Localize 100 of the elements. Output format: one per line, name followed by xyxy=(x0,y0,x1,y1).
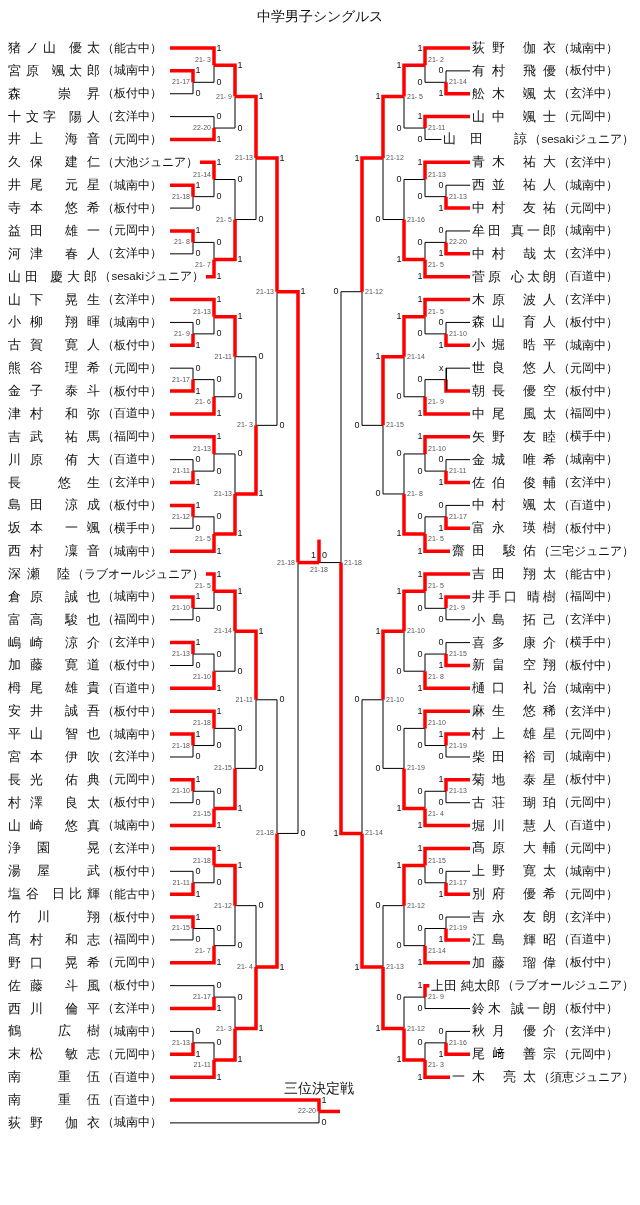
player-name: 森 崇昇 xyxy=(8,85,100,102)
bracket-line xyxy=(382,157,405,221)
player-name: 上田 純太郎 xyxy=(431,977,500,994)
bracket-line xyxy=(444,732,470,746)
bracket-line xyxy=(403,453,426,495)
result-mark: 0 xyxy=(195,203,201,213)
bracket-line xyxy=(234,905,257,968)
bracket-line xyxy=(403,905,426,947)
result-mark: 1 xyxy=(216,843,222,853)
result-mark: 0 xyxy=(417,1004,423,1014)
result-mark: 1 xyxy=(417,1072,423,1082)
school-name: （城南中） xyxy=(558,863,618,879)
school-name: （城南中） xyxy=(102,726,162,742)
school-name: （百道中） xyxy=(102,452,162,468)
result-mark: 1 xyxy=(375,92,381,102)
result-mark: 0 xyxy=(322,550,327,560)
player-name: 野口 晃希 xyxy=(8,954,100,971)
bracket-line xyxy=(214,63,237,97)
school-name: （城南中） xyxy=(102,543,162,559)
result-mark: 0 xyxy=(195,798,201,808)
result-mark: 0 xyxy=(321,1118,327,1128)
bracket-line xyxy=(192,865,215,884)
result-mark: 0 xyxy=(216,878,222,888)
bracket-line xyxy=(170,640,195,655)
result-mark: 0 xyxy=(375,215,381,224)
bracket-line xyxy=(444,1042,470,1057)
result-mark: 1 xyxy=(237,861,243,871)
school-name: （城南中） xyxy=(102,314,162,330)
player-name: 坂本 一颯 xyxy=(8,520,100,537)
player-name: 島田 涼成 xyxy=(8,497,100,514)
result-mark: 1 xyxy=(417,272,423,282)
bracket-line xyxy=(169,321,194,335)
player-name: 井手口 晴樹 xyxy=(472,588,556,605)
school-name: （福岡中） xyxy=(558,406,618,422)
bracket-line xyxy=(213,453,236,495)
player-name: 井上 海音 xyxy=(8,131,100,148)
school-name: （能古中） xyxy=(558,566,618,582)
school-name: （元岡中） xyxy=(558,840,618,856)
bracket-line xyxy=(423,160,470,180)
school-name: （玄洋中） xyxy=(102,475,162,490)
bracket-line xyxy=(424,996,471,1010)
result-mark: 0 xyxy=(300,828,306,838)
result-mark: 0 xyxy=(237,992,243,1002)
bracket-line xyxy=(169,516,194,529)
bracket-line xyxy=(444,882,470,896)
school-name: （城南中） xyxy=(558,337,618,353)
result-mark: 1 xyxy=(375,626,381,636)
school-name: （元岡中） xyxy=(102,1046,162,1062)
bracket-line xyxy=(381,967,404,1031)
result-mark: 0 xyxy=(237,175,243,184)
result-mark: 0 xyxy=(417,192,423,202)
result-mark: 0 xyxy=(279,695,285,705)
result-mark: 0 xyxy=(438,455,444,465)
player-name: 矢野 友睦 xyxy=(472,428,556,445)
bracket-line xyxy=(424,179,447,198)
bracket-line xyxy=(423,945,470,965)
school-name: （玄洋中） xyxy=(102,109,162,125)
player-name: 富永 瑛樹 xyxy=(472,520,556,537)
result-mark: 1 xyxy=(216,295,222,305)
result-mark: 1 xyxy=(333,828,339,838)
school-name: （元岡中） xyxy=(102,223,162,239)
result-mark: 0 xyxy=(396,123,402,133)
bracket-line xyxy=(403,179,426,221)
school-name: （玄洋中） xyxy=(102,292,162,308)
result-mark: 1 xyxy=(311,550,316,560)
bracket-line xyxy=(423,983,430,998)
bracket-line xyxy=(423,297,470,317)
school-name: （玄洋中） xyxy=(558,1023,618,1039)
result-mark: 1 xyxy=(216,546,222,556)
result-mark: 1 xyxy=(396,803,402,813)
result-mark: 0 xyxy=(216,786,222,796)
bracket-line xyxy=(444,242,470,256)
player-name: 菊地 泰星 xyxy=(472,771,556,788)
result-mark: 0 xyxy=(216,77,222,87)
school-name: （板付中） xyxy=(558,772,618,788)
bracket-line xyxy=(192,790,215,809)
school-name: （板付中） xyxy=(102,497,162,513)
result-mark: 0 xyxy=(237,449,243,459)
bracket-line xyxy=(424,865,447,884)
school-name: （能古中） xyxy=(102,886,162,902)
player-name: 熊谷 理希 xyxy=(8,360,100,377)
result-mark: 0 xyxy=(237,941,243,951)
bracket-line xyxy=(402,219,425,262)
bracket-line xyxy=(423,435,470,454)
school-name: （元岡中） xyxy=(558,726,618,742)
bracket-line xyxy=(424,590,447,609)
player-name: 山崎 悠真 xyxy=(8,817,100,834)
player-name: 木原 波人 xyxy=(472,291,556,308)
result-mark: 0 xyxy=(417,924,423,933)
bracket-line xyxy=(170,333,195,348)
school-name: （板付中） xyxy=(558,658,618,673)
bracket-line xyxy=(192,379,215,398)
title: 中学男子シングルス xyxy=(257,8,383,26)
player-name: 江島 輝昭 xyxy=(472,931,556,948)
result-mark: 1 xyxy=(195,1049,201,1059)
bracket-line xyxy=(170,46,216,66)
school-name: （ラブオールジュニア） xyxy=(72,566,204,582)
result-mark: 1 xyxy=(216,157,222,167)
result-mark: 0 xyxy=(216,112,222,122)
result-mark: 1 xyxy=(300,287,306,297)
